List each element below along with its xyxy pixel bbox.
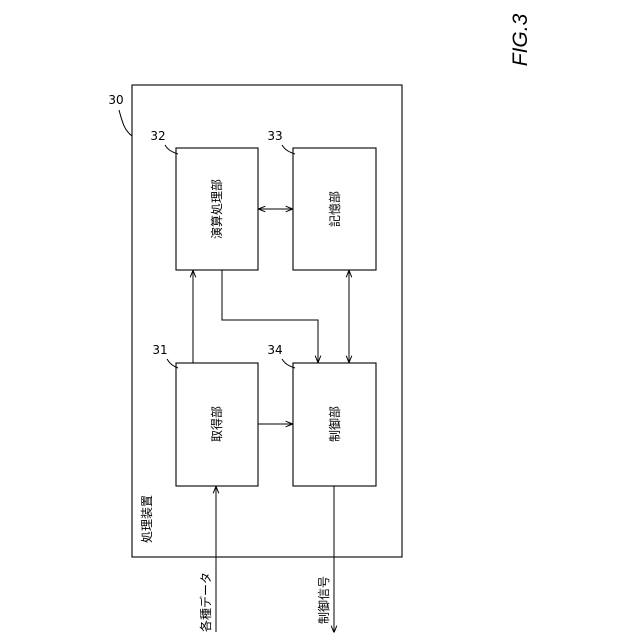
acquisition-ref: 31 — [152, 343, 167, 357]
processing-device-label: 処理装置 — [140, 495, 154, 543]
control-ref: 34 — [267, 343, 282, 357]
control-block-label: 制御部 — [327, 406, 342, 442]
input-data-label: 各種データ — [198, 572, 213, 632]
control-signal-label: 制御信号 — [316, 576, 331, 624]
storage-ref: 33 — [267, 129, 282, 143]
processing-device-ref: 30 — [108, 93, 123, 107]
processing-device-ref-leader — [119, 110, 132, 136]
acquisition-block-label: 取得部 — [209, 406, 224, 442]
compute-block-label: 演算処理部 — [209, 179, 224, 239]
figure-label: FIG.3 — [509, 13, 532, 66]
storage-block-label: 記憶部 — [327, 191, 342, 227]
compute-ref: 32 — [150, 129, 165, 143]
